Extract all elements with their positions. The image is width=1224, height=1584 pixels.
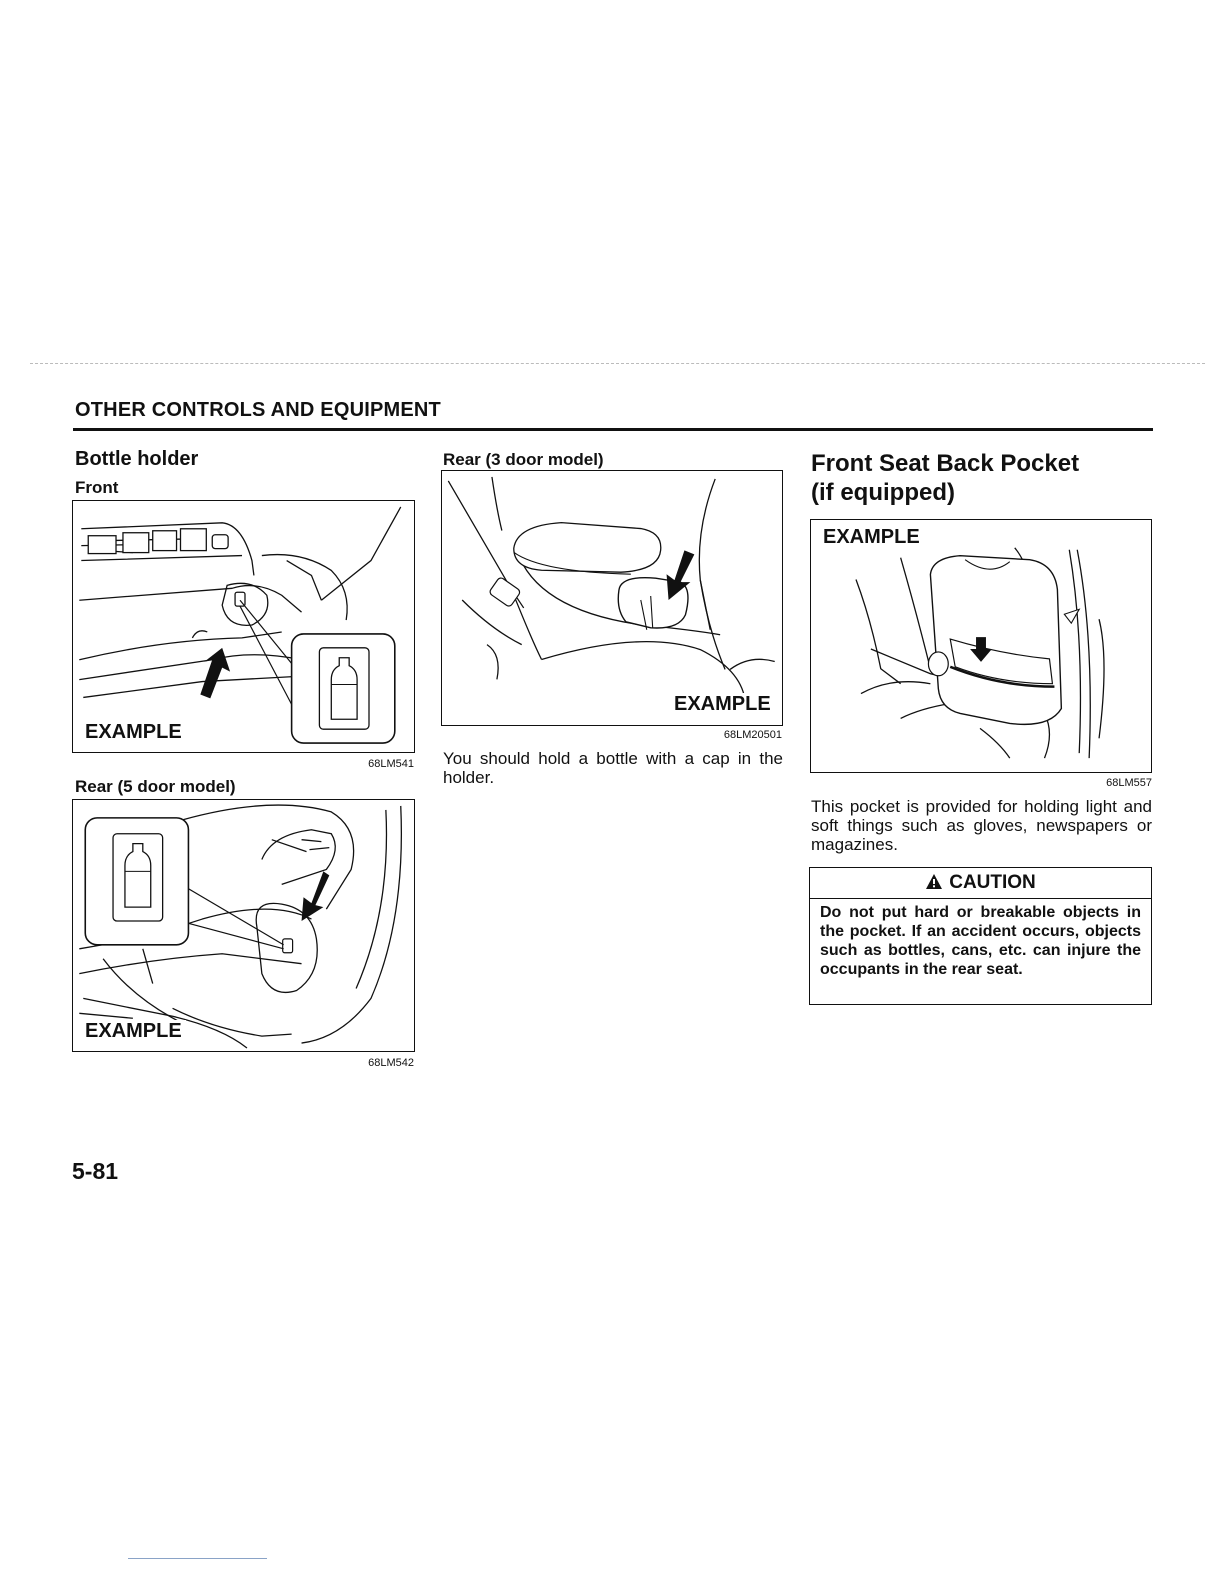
- rear5-bottle-holder-figure: EXAMPLE: [72, 799, 415, 1052]
- front-door-illustration: [79, 506, 402, 744]
- rear3-figure-example-label: EXAMPLE: [670, 693, 775, 716]
- page-number: 5-81: [72, 1158, 119, 1184]
- bottle-note: You should hold a bottle with a cap in t…: [443, 749, 783, 787]
- arrow-icon: [200, 647, 231, 699]
- rear5-label: Rear (5 door model): [75, 777, 236, 796]
- rear5-figure-example-label: EXAMPLE: [81, 1020, 186, 1043]
- front-figure-code: 68LM541: [368, 758, 414, 770]
- bottle-icon: [124, 843, 152, 908]
- seat-back-illustration: [855, 547, 1105, 759]
- rear3-bottle-holder-figure: EXAMPLE: [441, 470, 783, 726]
- rear3-label: Rear (3 door model): [443, 450, 604, 469]
- scan-artifact-line: [30, 363, 1205, 364]
- caution-text: Do not put hard or breakable objects in …: [820, 904, 1141, 978]
- rear3-seat-illustration: [447, 476, 775, 700]
- front-label: Front: [75, 478, 119, 497]
- section-header: OTHER CONTROLS AND EQUIPMENT: [75, 399, 441, 421]
- arrow-icon: [970, 637, 992, 662]
- seat-pocket-figure: EXAMPLE: [810, 519, 1152, 773]
- warning-triangle-icon: [925, 870, 943, 900]
- caution-heading-text: CAUTION: [949, 872, 1036, 893]
- seat-pocket-figure-example-label: EXAMPLE: [819, 526, 924, 549]
- seat-pocket-description: This pocket is provided for holding ligh…: [811, 797, 1152, 854]
- bottle-icon: [330, 657, 358, 720]
- arrow-icon: [301, 871, 330, 922]
- rear5-figure-code: 68LM542: [368, 1057, 414, 1069]
- front-figure-example-label: EXAMPLE: [81, 721, 186, 744]
- rear3-figure-code: 68LM20501: [723, 729, 782, 741]
- seat-pocket-title-line1: Front Seat Back Pocket: [811, 450, 1080, 477]
- header-rule: [73, 428, 1153, 431]
- arrow-icon: [666, 550, 695, 600]
- seat-pocket-title-line2: (if equipped): [811, 479, 955, 506]
- caution-heading: CAUTION: [810, 868, 1151, 899]
- caution-box: CAUTION Do not put hard or breakable obj…: [809, 867, 1152, 1005]
- footer-line: [128, 1558, 267, 1559]
- bottle-holder-title: Bottle holder: [75, 448, 199, 470]
- rear5-door-illustration: [79, 804, 403, 1049]
- front-bottle-holder-figure: EXAMPLE: [72, 500, 415, 753]
- seat-pocket-figure-code: 68LM557: [1106, 777, 1152, 789]
